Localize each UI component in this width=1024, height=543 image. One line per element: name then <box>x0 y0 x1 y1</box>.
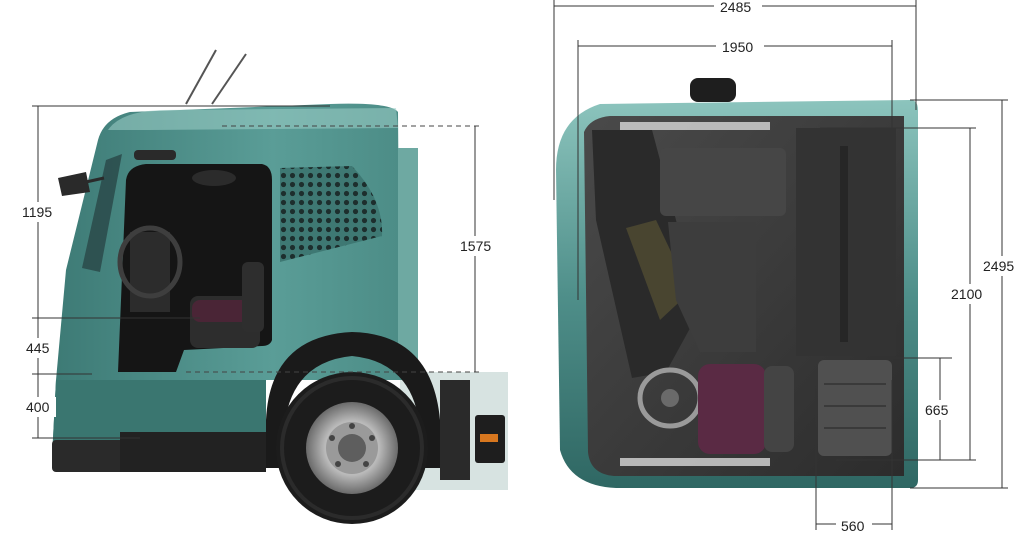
top-seat-back <box>764 366 794 452</box>
side-steering-column <box>130 232 170 312</box>
mirror-arm <box>85 176 105 184</box>
bunk-rail <box>840 146 848 342</box>
windshield <box>82 154 122 272</box>
side-seat-back <box>242 262 264 332</box>
front-wheel <box>276 372 428 524</box>
dim-label-400: 400 <box>26 399 50 415</box>
antenna-left <box>185 49 217 105</box>
side-dimensions <box>32 105 480 439</box>
cab-rear-column <box>398 148 418 372</box>
dim-label-445: 445 <box>26 340 50 356</box>
dim-label-2485: 2485 <box>720 0 751 15</box>
roof-beacon <box>690 78 736 102</box>
top-driver-seat <box>698 364 766 454</box>
wheel-arch <box>266 332 440 468</box>
rear-frame-dark <box>440 380 470 480</box>
steering-hub <box>661 389 679 407</box>
dim-label-665: 665 <box>925 402 949 418</box>
dim-label-1195: 1195 <box>22 204 52 220</box>
label-bg-665 <box>920 400 956 420</box>
roof-highlight <box>108 108 398 130</box>
side-view-cab <box>52 49 508 524</box>
label-bg-400 <box>20 397 56 417</box>
top-view-cab <box>556 78 918 488</box>
centre-floor <box>668 222 756 352</box>
side-seat-cushion <box>192 300 252 322</box>
antenna-right <box>211 53 247 105</box>
label-bg-1195 <box>14 202 58 222</box>
label-bg-1950 <box>716 37 764 55</box>
rear-light <box>480 434 498 442</box>
label-bg-2495 <box>980 256 1022 276</box>
side-grille <box>280 166 383 262</box>
step-dark <box>120 432 266 472</box>
dim-label-1950: 1950 <box>722 39 753 55</box>
side-steering-wheel <box>117 225 183 299</box>
grab-handle <box>134 150 176 160</box>
engine-tunnel <box>660 148 786 216</box>
dim-label-1575: 1575 <box>460 238 491 254</box>
front-strip-top <box>620 122 770 130</box>
dim-label-2100: 2100 <box>951 286 982 302</box>
label-bg-560 <box>836 516 872 534</box>
dashboard-panel <box>626 220 690 320</box>
label-bg-2485 <box>714 0 762 16</box>
side-mirror <box>58 172 90 196</box>
dim-label-2495: 2495 <box>983 258 1014 274</box>
dim-label-560: 560 <box>841 518 865 534</box>
label-bg-1575 <box>454 236 498 256</box>
label-bg-2100 <box>948 284 992 304</box>
storage-box <box>818 360 892 456</box>
side-ceiling-lamp <box>192 170 236 186</box>
bumper <box>52 440 126 472</box>
front-strip-bottom <box>620 458 770 466</box>
label-bg-445 <box>20 338 56 358</box>
